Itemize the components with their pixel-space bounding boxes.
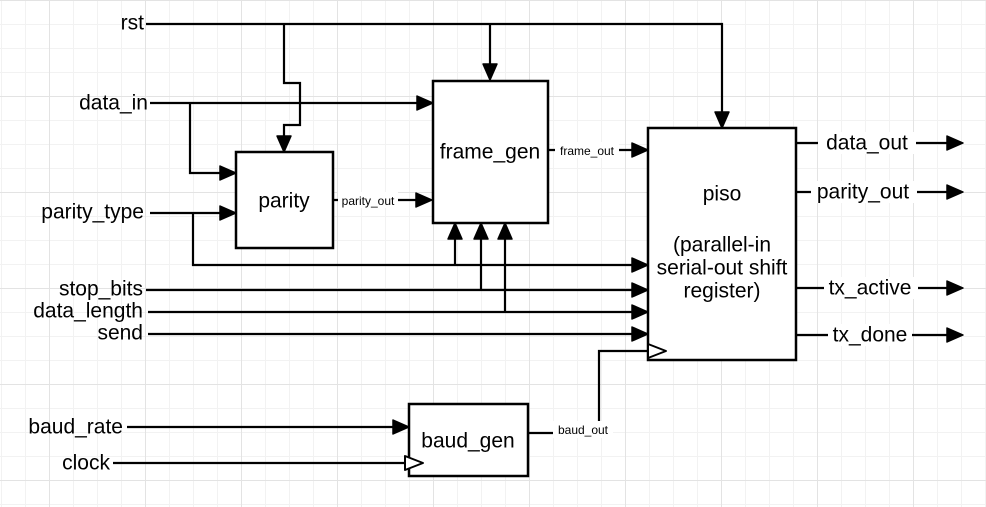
arrowhead-data-out	[946, 135, 964, 151]
label-bg-tx-done	[828, 324, 912, 346]
input-label-send: send	[97, 322, 143, 345]
arrowhead-send-piso	[631, 326, 649, 342]
arrowhead-stop-bits-frame-gen	[473, 222, 489, 240]
label-bg-parity-out	[338, 192, 398, 208]
parity-type-branch-wire	[191, 213, 634, 267]
arrowhead-stop-bits-piso	[631, 282, 649, 298]
arrowhead-tx-done	[946, 327, 964, 343]
clock-open-arrowhead-piso	[647, 343, 667, 359]
piso-block-desc-line-3: register)	[683, 280, 760, 303]
arrowhead-rst-frame-gen	[482, 63, 498, 81]
arrowhead-parity-out	[946, 184, 964, 200]
output-label-data-out: data_out	[826, 132, 908, 155]
input-label-stop-bits: stop_bits	[59, 278, 143, 301]
baud-gen-block	[407, 402, 530, 478]
parity-block	[234, 150, 335, 250]
arrowhead-tx-active	[946, 280, 964, 296]
arrowhead-rst-parity	[276, 135, 292, 153]
label-bg-parity-out-port	[811, 181, 917, 203]
arrowhead-data-length-piso	[631, 304, 649, 320]
piso-block-desc-line-1: (parallel-in	[673, 234, 771, 257]
arrowhead-parity-type-parity	[219, 205, 237, 221]
arrowhead-data-in-parity	[219, 165, 237, 181]
input-label-data-length: data_length	[33, 300, 143, 323]
label-bg-tx-active	[824, 277, 918, 299]
frame-gen-block-label: frame_gen	[440, 141, 540, 164]
label-bg-baud-out	[553, 421, 613, 438]
arrowhead-frame-out-piso	[631, 142, 649, 158]
wire-label-frame-out: frame_out	[560, 144, 615, 158]
baud-out-wire	[528, 349, 649, 435]
arrowhead-baud-rate-baud-gen	[392, 419, 410, 435]
output-label-tx-done: tx_done	[833, 324, 908, 347]
arrowhead-data-in-frame-gen	[416, 95, 434, 111]
rst-to-parity-wire	[282, 24, 302, 137]
arrowhead-rst-piso	[714, 111, 730, 129]
input-label-clock: clock	[62, 452, 110, 475]
wire-label-baud-out: baud_out	[558, 423, 609, 437]
wire-label-parity-out: parity_out	[342, 194, 395, 208]
data-in-branch-wire	[188, 103, 221, 175]
rst-wire	[146, 22, 724, 112]
frame-gen-block	[431, 79, 550, 225]
piso-block-name: piso	[703, 183, 742, 206]
parity-block-label: parity	[258, 190, 310, 213]
input-label-parity-type: parity_type	[41, 201, 144, 224]
baud-gen-block-label: baud_gen	[421, 430, 514, 453]
arrowhead-parity-out-frame-gen	[415, 192, 433, 208]
output-label-tx-active: tx_active	[829, 277, 912, 300]
input-label-data-in: data_in	[79, 92, 148, 115]
arrowhead-data-length-frame-gen	[497, 222, 513, 240]
input-label-baud-rate: baud_rate	[28, 416, 123, 439]
output-label-parity-out: parity_out	[817, 181, 909, 204]
clock-open-arrowhead-baud-gen	[404, 455, 424, 471]
input-label-rst: rst	[121, 12, 144, 35]
arrowhead-parity-type-frame-gen	[447, 222, 463, 240]
label-bg-frame-out	[555, 142, 619, 158]
piso-block-desc-line-2: serial-out shift	[657, 257, 788, 280]
arrowhead-parity-type-piso	[631, 257, 649, 273]
label-bg-data-out	[818, 132, 916, 154]
